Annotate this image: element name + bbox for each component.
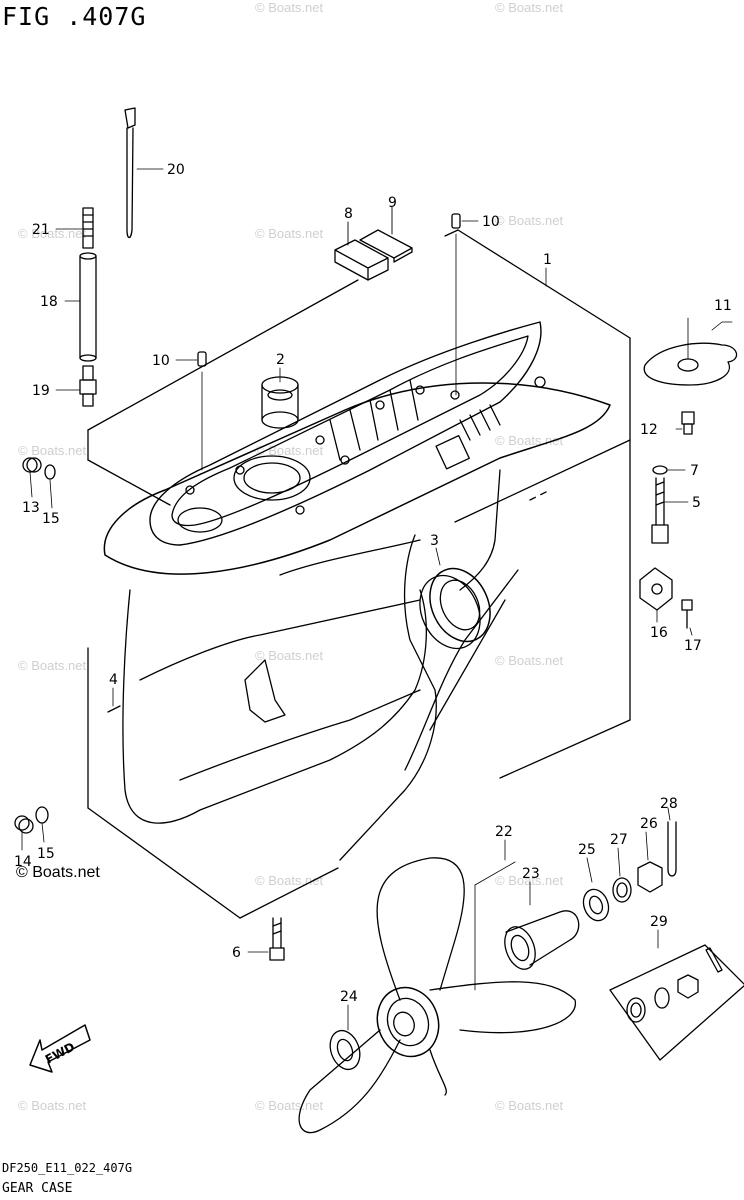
callout-10[interactable]: 10 (482, 214, 500, 230)
watermark: © Boats.net (495, 653, 564, 668)
callout-15[interactable]: 15 (37, 846, 55, 862)
watermark: © Boats.net (18, 443, 87, 458)
callout-6[interactable]: 6 (232, 945, 241, 961)
watermark: © Boats.net (255, 0, 324, 15)
watermark: © Boats.net (495, 0, 564, 15)
callout-27[interactable]: 27 (610, 832, 628, 848)
callout-20[interactable]: 20 (167, 162, 185, 178)
watermark: © Boats.net (495, 1098, 564, 1113)
gear-case (103, 321, 611, 861)
trim-tab-hardware (651, 411, 695, 544)
callout-26[interactable]: 26 (640, 816, 658, 832)
dowel-pins (197, 213, 461, 471)
watermark: © Boats.net (18, 1098, 87, 1113)
diagram-code: DF250_E11_022_407G (2, 1161, 133, 1175)
callout-22[interactable]: 22 (495, 824, 513, 840)
callout-17[interactable]: 17 (684, 638, 702, 654)
callout-9[interactable]: 9 (388, 195, 397, 211)
diagram-name: GEAR CASE (2, 1181, 73, 1196)
watermark: © Boats.net (18, 658, 87, 673)
callout-23[interactable]: 23 (522, 866, 540, 882)
fwd-label: FWD (43, 1040, 77, 1067)
callout-18[interactable]: 18 (40, 294, 58, 310)
copyright-mark: © Boats.net (16, 864, 100, 881)
watermark: © Boats.net (255, 648, 324, 663)
callout-12[interactable]: 12 (640, 422, 658, 438)
callout-1[interactable]: 1 (543, 252, 552, 268)
callout-13[interactable]: 13 (22, 500, 40, 516)
watermark: © Boats.net (495, 433, 564, 448)
callout-8[interactable]: 8 (344, 206, 353, 222)
callout-10[interactable]: 10 (152, 353, 170, 369)
prop-nut-set (582, 821, 677, 922)
leader-lines (21, 168, 693, 1031)
callout-19[interactable]: 19 (32, 383, 50, 399)
callout-3[interactable]: 3 (430, 533, 439, 549)
callout-21[interactable]: 21 (32, 222, 50, 238)
callout-4[interactable]: 4 (109, 672, 118, 688)
bolt-6 (269, 917, 285, 961)
callout-14[interactable]: 14 (14, 854, 32, 870)
water-tube-set (79, 207, 97, 407)
drain-plugs (14, 457, 56, 834)
anode-block (639, 567, 693, 629)
watermark: © Boats.net (18, 226, 87, 241)
callout-7[interactable]: 7 (690, 463, 699, 479)
callout-labels: 20 21 18 19 8 9 10 10 1 2 11 12 7 5 13 1… (14, 162, 732, 1005)
callout-29[interactable]: 29 (650, 914, 668, 930)
callout-16[interactable]: 16 (650, 625, 668, 641)
callout-2[interactable]: 2 (276, 352, 285, 368)
watermark: © Boats.net (495, 213, 564, 228)
fwd-arrow (29, 1024, 91, 1073)
trim-tab (643, 317, 738, 386)
callout-5[interactable]: 5 (692, 495, 701, 511)
assembly-frame (87, 229, 631, 919)
callout-25[interactable]: 25 (578, 842, 596, 858)
callout-24[interactable]: 24 (340, 989, 358, 1005)
figure-title: FIG .407G (2, 2, 147, 31)
propeller (298, 857, 577, 1134)
callout-11[interactable]: 11 (714, 298, 732, 314)
watermark: © Boats.net (495, 873, 564, 888)
watermarks: © Boats.net © Boats.net © Boats.net © Bo… (18, 0, 564, 1113)
watermark: © Boats.net (255, 226, 324, 241)
bushing (504, 910, 580, 970)
anode-bracket (334, 206, 413, 281)
callout-15[interactable]: 15 (42, 511, 60, 527)
watermark: © Boats.net (255, 1098, 324, 1113)
hardware-kit-box (609, 944, 744, 1061)
callout-28[interactable]: 28 (660, 796, 678, 812)
thrust-washer (329, 1029, 361, 1071)
cable-tie (124, 107, 136, 239)
